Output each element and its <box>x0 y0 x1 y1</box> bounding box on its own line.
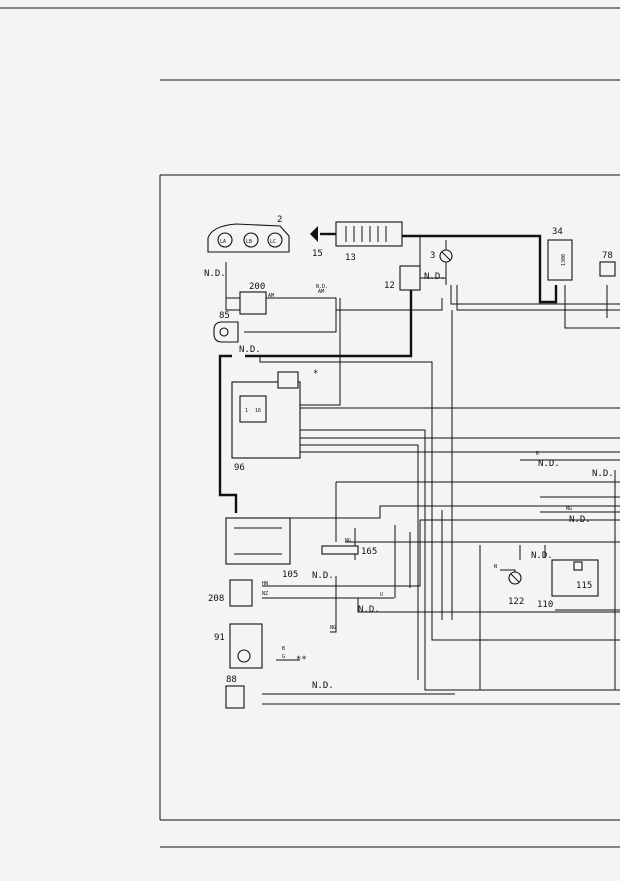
component-34: 1300 34 <box>547 227 573 281</box>
component-208: 208 HN NZ <box>208 579 268 607</box>
wire-am-200b: AM <box>318 289 324 295</box>
wire-network <box>225 236 620 705</box>
main-harness <box>218 232 558 513</box>
component-122-lamp: 122 N <box>494 564 524 607</box>
component-200-connector: 200 AM AM N.D. <box>239 282 328 315</box>
component-122-label: 122 <box>508 597 524 607</box>
component-3-label: 3 <box>430 251 435 261</box>
component-208-label: 208 <box>208 594 224 604</box>
nd-note-110: N.D. <box>531 551 553 561</box>
component-34-text: 1300 <box>561 254 567 266</box>
component-91-motor: 91 ** B G <box>214 623 307 669</box>
nd-note-mid: N.D. <box>358 605 380 615</box>
wire-ng-right: NG <box>566 506 572 512</box>
component-96-label: 96 <box>234 463 245 473</box>
component-15-ground: 15 <box>310 226 323 259</box>
nd-note-right-3: N.D. <box>569 515 591 525</box>
component-165-splice: 165 N.D. NG <box>312 538 377 581</box>
component-13-label: 13 <box>345 253 356 263</box>
component-2-label: 2 <box>277 215 282 225</box>
component-12: 12 <box>384 265 421 291</box>
component-110-label: 110 <box>537 600 553 610</box>
component-96-inner-b: 16 <box>255 408 261 414</box>
wire-g-91: G <box>282 654 285 660</box>
bulb-c-label: LC <box>270 239 276 245</box>
component-12-label: 12 <box>384 281 395 291</box>
component-85-label: 85 <box>219 311 230 321</box>
component-78: 78 <box>599 251 616 277</box>
component-115-label: 115 <box>576 581 592 591</box>
wire-u-mid: U <box>380 592 383 598</box>
component-165-label: 165 <box>361 547 377 557</box>
component-2-headlamp: LA LB LC 2 N.D. <box>204 215 290 279</box>
nd-note-right-2: N.D. <box>592 469 614 479</box>
component-105-switch: 105 <box>225 517 298 580</box>
component-3-lamp: 3 N.D. <box>424 240 453 285</box>
component-34-label: 34 <box>552 227 563 237</box>
nd-note-165: N.D. <box>312 571 334 581</box>
bulb-a-label: LA <box>220 239 226 245</box>
wire-ng-91: NG <box>330 625 336 631</box>
wire-hn-208: HN <box>262 581 268 587</box>
component-78-label: 78 <box>602 251 613 261</box>
nd-note-200: N.D. <box>316 284 328 290</box>
component-200-label: 200 <box>249 282 265 292</box>
wire-b-91: B <box>282 646 285 652</box>
wire-r-right: R <box>536 451 540 457</box>
nd-note-88: N.D. <box>312 681 334 691</box>
component-13-connector: 13 <box>335 221 403 263</box>
component-96-unit: 1 16 96 N.D. * <box>231 345 318 473</box>
wire-nz-208: NZ <box>262 591 268 597</box>
component-96-inner-a: 1 <box>245 408 248 414</box>
component-91-label: 91 <box>214 633 225 643</box>
page-frame <box>0 7 620 848</box>
component-88-label: 88 <box>226 675 237 685</box>
star-note-96: * <box>313 369 318 379</box>
component-110-module: 115 110 N.D. <box>531 551 599 610</box>
nd-note-96: N.D. <box>239 345 261 355</box>
double-star-note-91: ** <box>296 655 307 665</box>
junction-notes: N.D. N.D. N.D. N.D. R NG U NG <box>330 451 614 631</box>
wire-ng-165: NG <box>345 538 351 544</box>
bulb-b-label: LB <box>246 239 252 245</box>
component-85: 85 <box>213 311 239 343</box>
component-15-label: 15 <box>312 249 323 259</box>
wire-am-200: AM <box>268 293 274 299</box>
component-105-label: 105 <box>282 570 298 580</box>
nd-note-right-1: N.D. <box>538 459 560 469</box>
nd-note-3: N.D. <box>424 272 446 282</box>
nd-note-2: N.D. <box>204 269 226 279</box>
component-88: 88 N.D. <box>225 675 334 709</box>
wire-n-122: N <box>494 564 497 570</box>
